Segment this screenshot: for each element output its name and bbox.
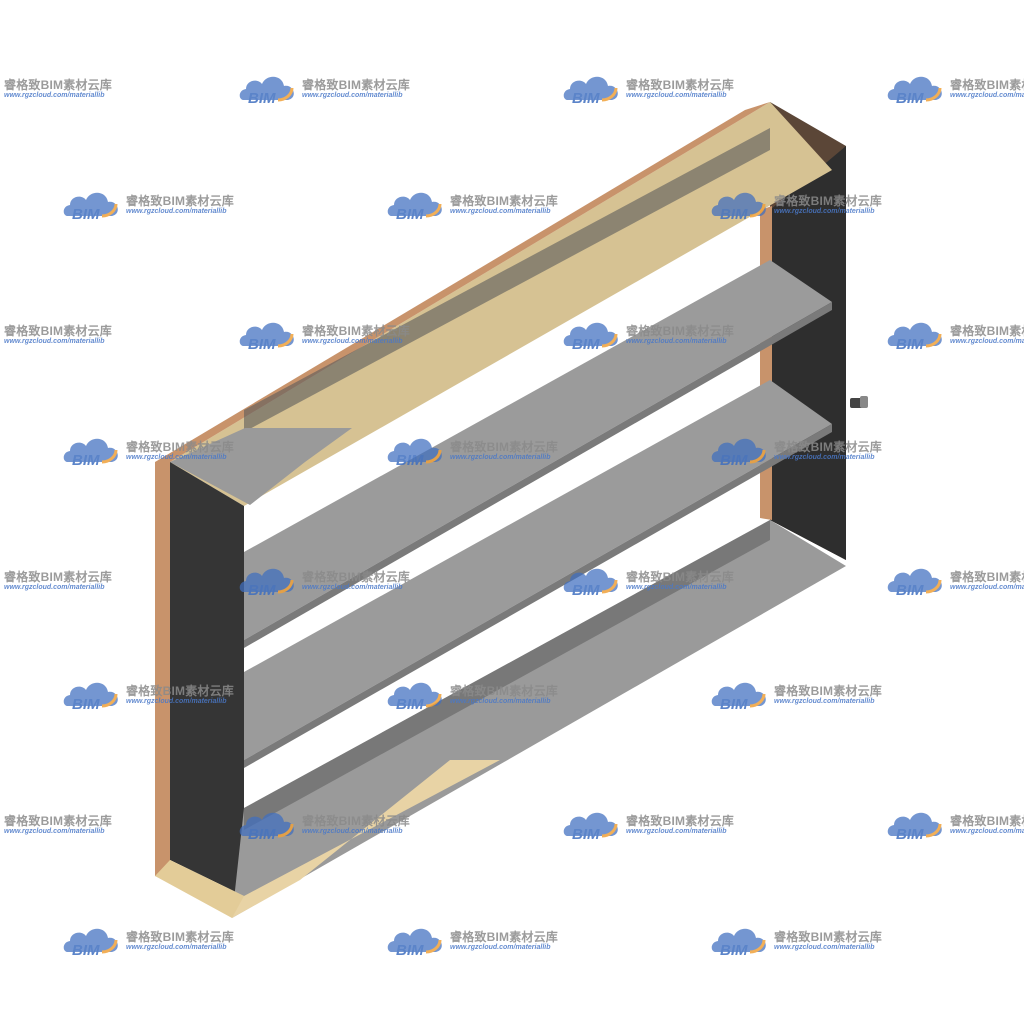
shelf-2-edge — [244, 424, 832, 768]
bottom-left-tan — [155, 860, 244, 918]
right-side-panel — [770, 146, 846, 560]
bottom-panel-groove — [244, 520, 770, 830]
top-panel-groove — [244, 128, 770, 432]
left-side-panel — [170, 462, 244, 896]
bottom-tan-front — [170, 760, 500, 918]
top-panel-edge — [155, 102, 770, 462]
shelf-1-edge — [244, 302, 832, 648]
shelf-2 — [244, 380, 832, 760]
left-edge-strip — [155, 462, 170, 880]
knob-icon — [850, 396, 868, 408]
right-edge-strip — [760, 206, 772, 520]
top-gray-patch — [170, 428, 352, 505]
shelf-1 — [244, 260, 832, 640]
